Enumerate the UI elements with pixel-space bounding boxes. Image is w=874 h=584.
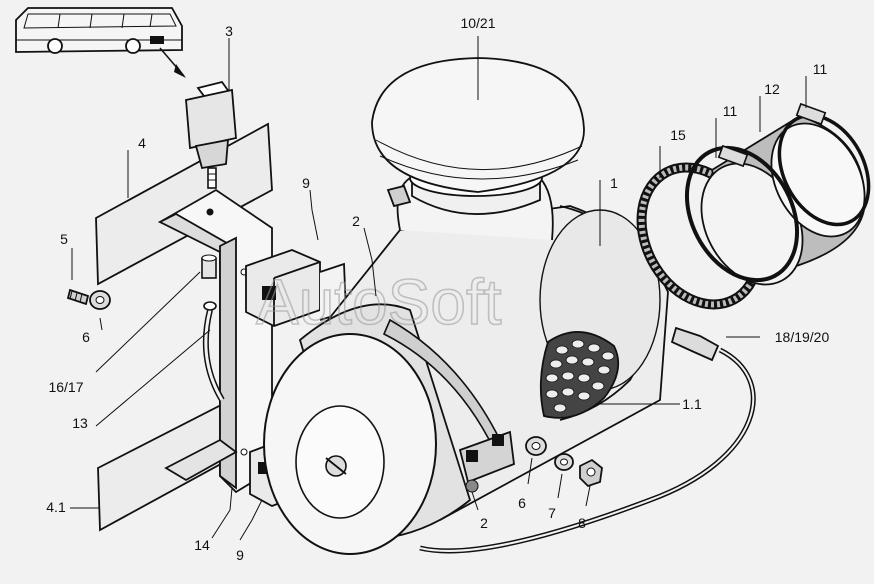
leader-lines <box>70 36 807 541</box>
nut <box>579 458 603 488</box>
washer-lower-6 <box>525 436 547 456</box>
label-11-front: 11 <box>723 103 738 119</box>
callout-labels: 10/21 3 11 12 11 15 1 4 9 2 5 6 16/17 18… <box>46 15 829 563</box>
label-8: 8 <box>578 515 586 531</box>
rubber-mount-upper <box>245 249 347 327</box>
label-11-rear: 11 <box>813 61 828 77</box>
hose-clamp-front <box>684 144 800 283</box>
service-indicator <box>185 80 237 189</box>
hose-clamp-rear <box>777 102 871 227</box>
label-1-1: 1.1 <box>682 396 702 412</box>
label-18-19-20: 18/19/20 <box>775 329 830 345</box>
label-16-17: 16/17 <box>48 379 83 395</box>
band-clamp <box>382 318 515 493</box>
label-10-21: 10/21 <box>460 15 495 31</box>
vacuum-hose <box>202 301 225 402</box>
end-cover <box>263 303 472 555</box>
label-4-1: 4.1 <box>46 499 66 515</box>
label-6-left: 6 <box>82 329 90 345</box>
label-4: 4 <box>138 135 146 151</box>
screw <box>66 288 90 306</box>
intake-cap <box>371 57 585 215</box>
hose-connector <box>201 254 217 279</box>
watermark-text: AutoSoft <box>256 266 502 338</box>
label-6-lower: 6 <box>518 495 526 511</box>
washer-left <box>89 290 111 310</box>
label-5: 5 <box>60 231 68 247</box>
label-15: 15 <box>670 127 686 143</box>
label-2-upper: 2 <box>352 213 360 229</box>
label-12: 12 <box>764 81 780 97</box>
label-14: 14 <box>194 537 210 553</box>
label-7: 7 <box>548 505 556 521</box>
label-1: 1 <box>610 175 618 191</box>
perforated-grille <box>539 331 620 419</box>
sensor-tube <box>419 326 756 554</box>
label-13: 13 <box>72 415 88 431</box>
label-9-lower: 9 <box>236 547 244 563</box>
bus-locator-icon <box>15 7 186 78</box>
label-9-upper: 9 <box>302 175 310 191</box>
washer-lower-7 <box>554 453 574 471</box>
label-3: 3 <box>225 23 233 39</box>
label-2-lower: 2 <box>480 515 488 531</box>
